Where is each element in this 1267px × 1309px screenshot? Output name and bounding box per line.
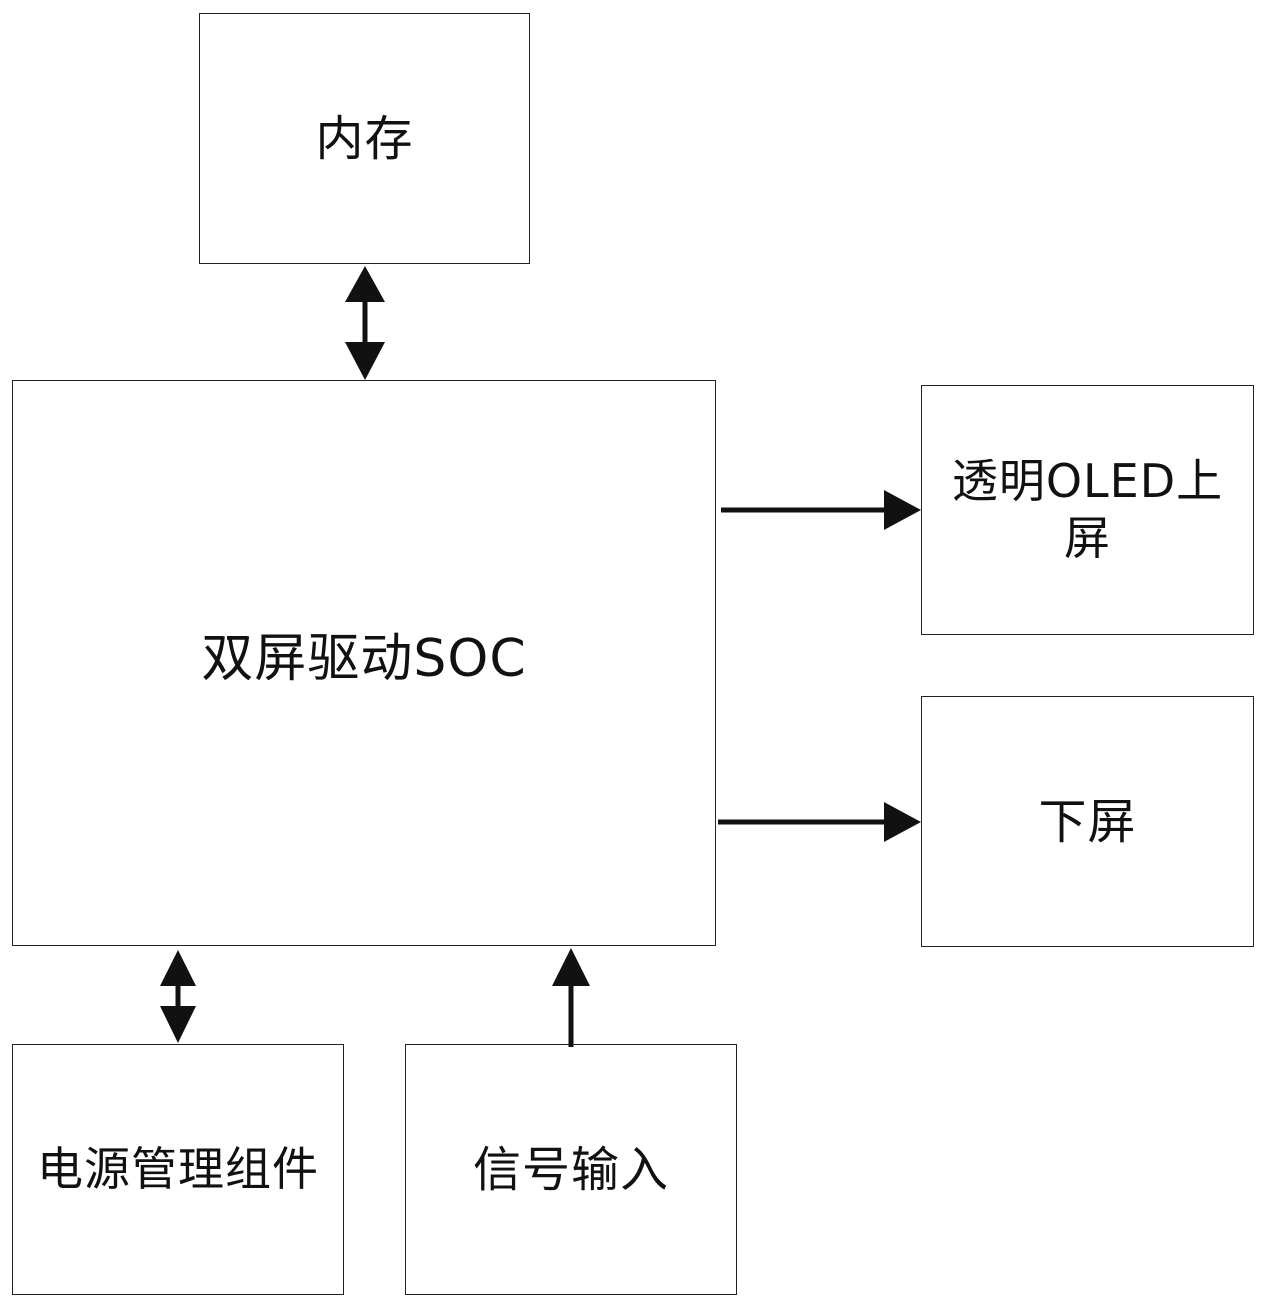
- memory-soc-lower-head: [345, 342, 385, 380]
- power-soc-bidirectional-arrow: [160, 950, 196, 1043]
- signal-soc-head: [552, 948, 590, 986]
- upper-screen-block: 透明OLED上屏: [921, 385, 1254, 635]
- soc-lower-screen-arrow: [718, 802, 921, 842]
- soc-lower-screen-head: [884, 802, 921, 842]
- power-management-block: 电源管理组件: [12, 1044, 344, 1295]
- memory-soc-upper-head: [345, 266, 385, 302]
- signal-input-block: 信号输入: [405, 1044, 737, 1295]
- power-soc-lower-head: [160, 1006, 196, 1043]
- memory-label: 内存: [315, 110, 414, 167]
- memory-soc-bidirectional-arrow: [345, 266, 385, 380]
- upper-screen-label: 透明OLED上屏: [951, 453, 1224, 566]
- signal-input-label: 信号输入: [472, 1141, 669, 1198]
- memory-block: 内存: [199, 13, 530, 264]
- signal-soc-arrow: [552, 948, 590, 1047]
- power-soc-upper-head: [160, 950, 196, 986]
- soc-block: 双屏驱动SOC: [12, 380, 716, 946]
- soc-upper-screen-head: [884, 490, 921, 530]
- soc-label: 双屏驱动SOC: [201, 628, 527, 689]
- power-management-label: 电源管理组件: [37, 1141, 319, 1196]
- lower-screen-label: 下屏: [1038, 793, 1137, 850]
- soc-upper-screen-arrow: [721, 490, 921, 530]
- lower-screen-block: 下屏: [921, 696, 1254, 947]
